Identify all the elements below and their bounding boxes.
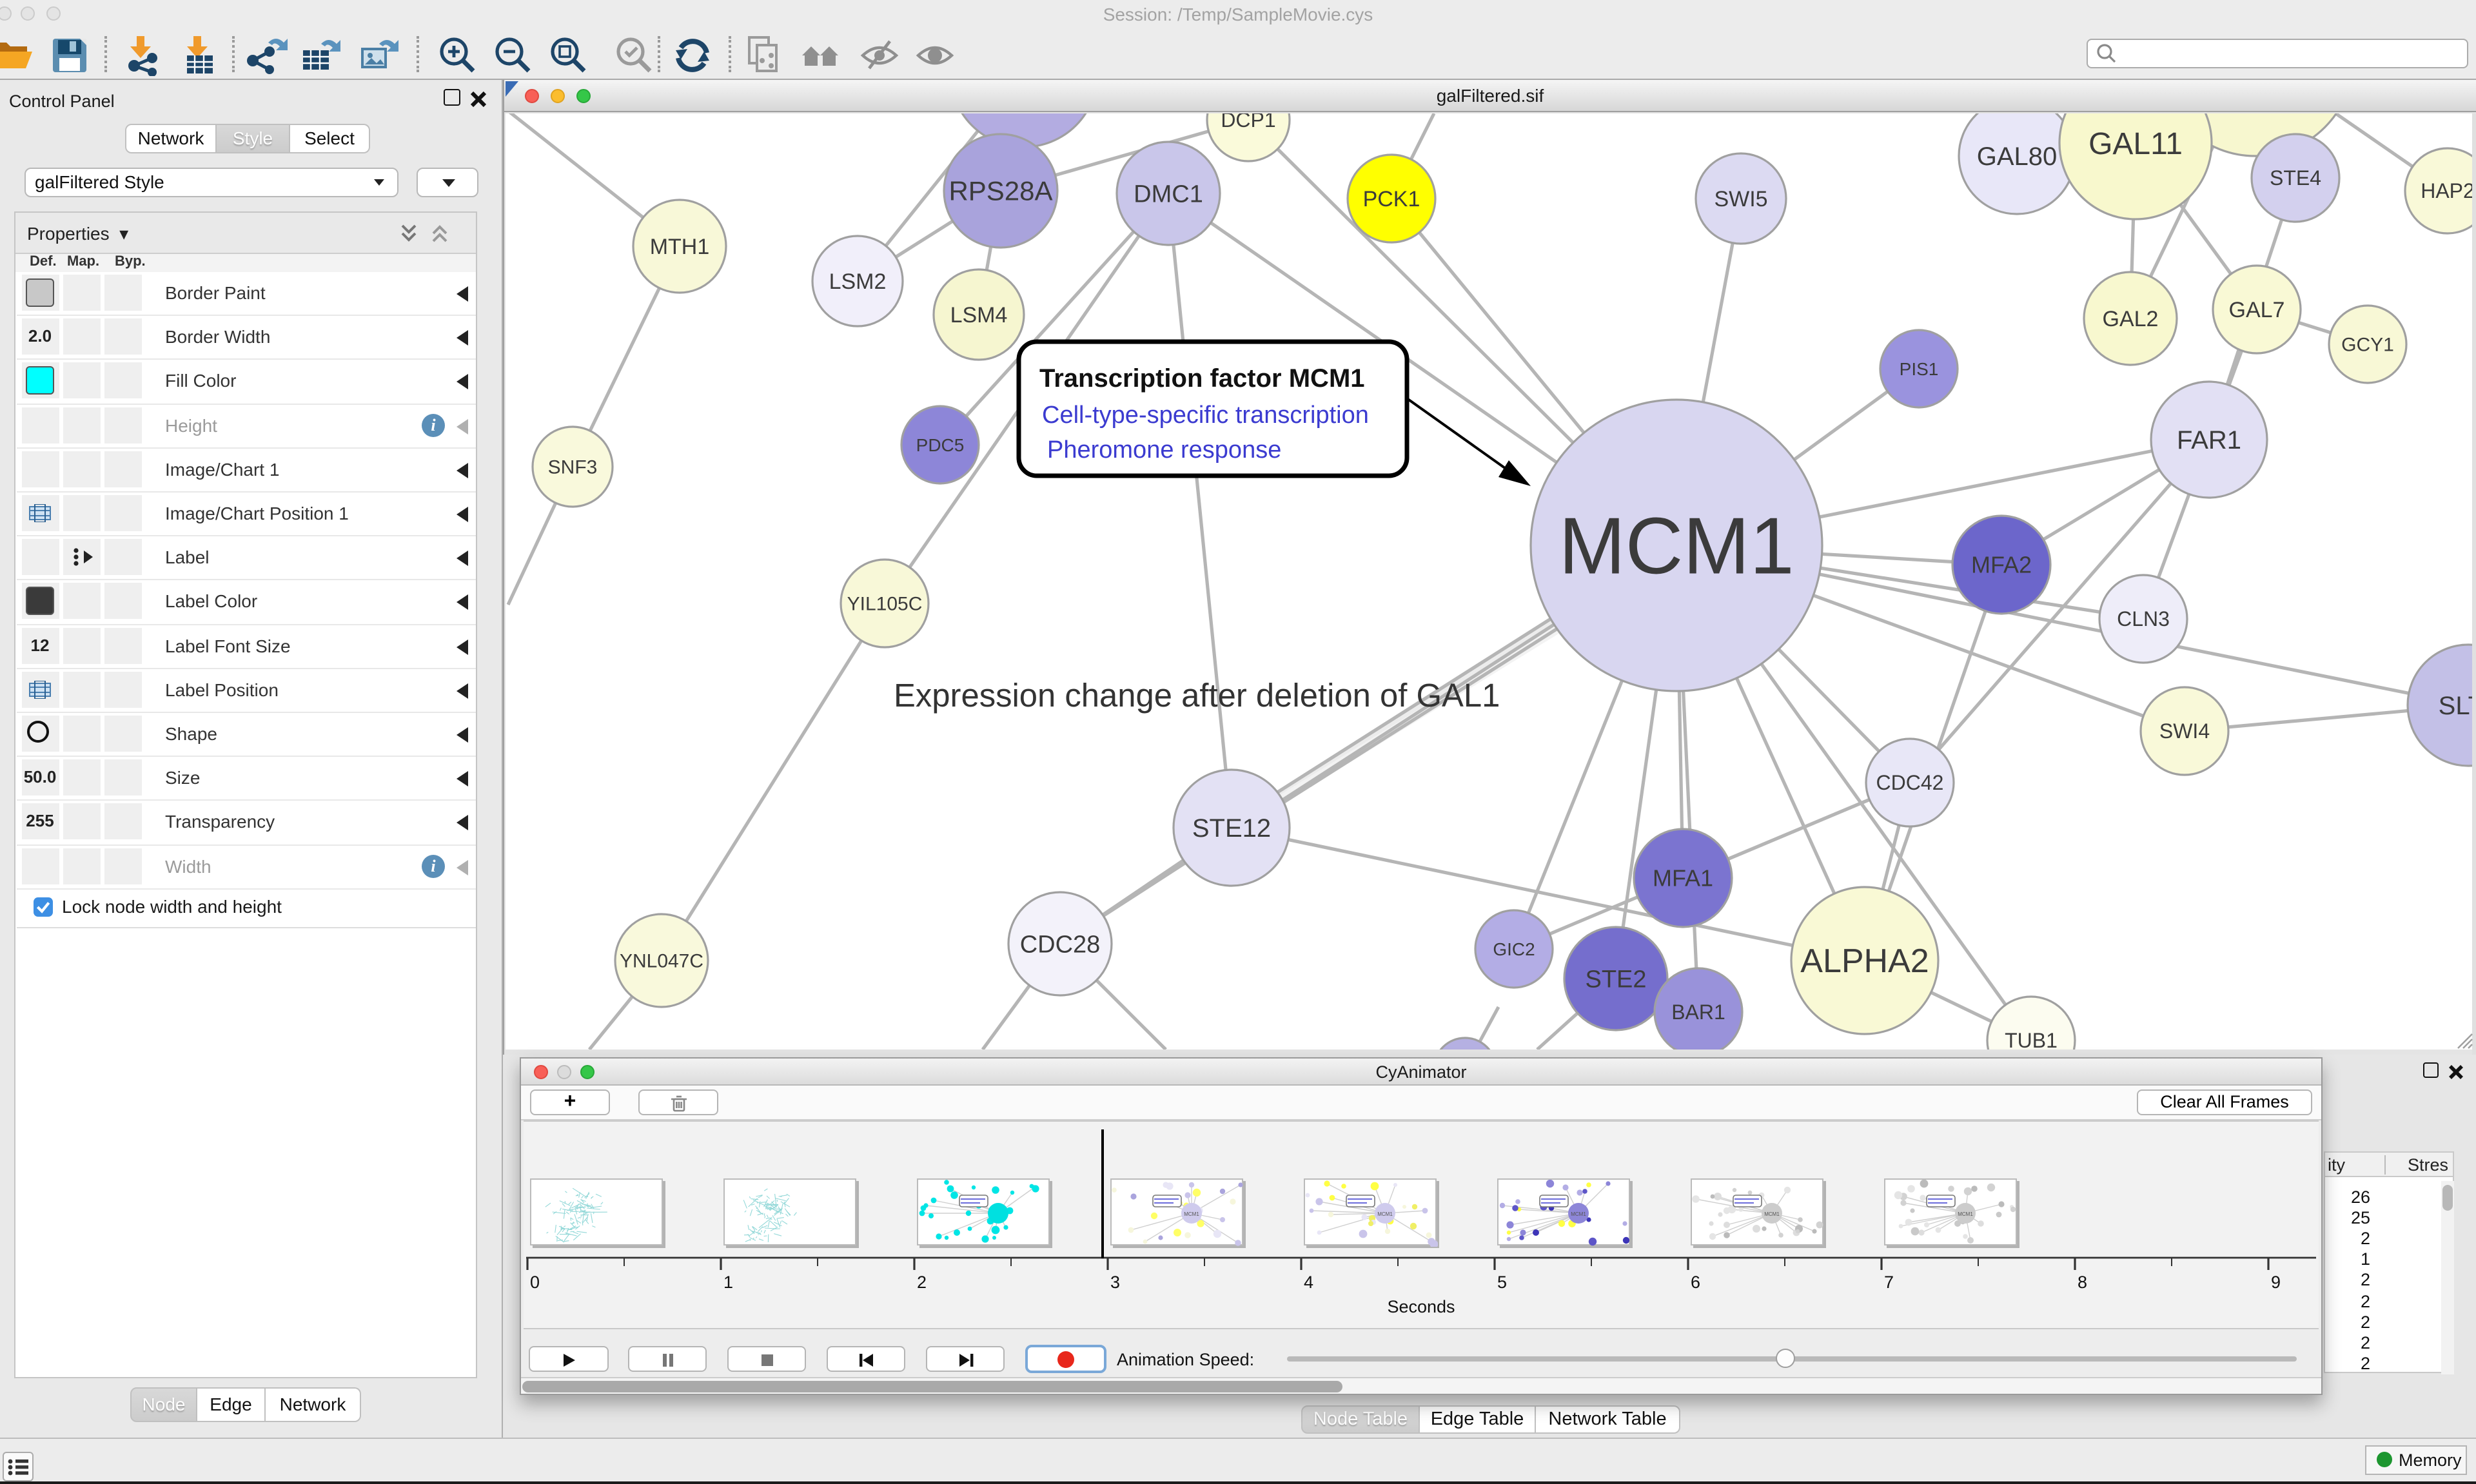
svg-text:STE2: STE2 [1585, 966, 1646, 993]
svg-text:MCM1: MCM1 [1958, 1211, 1973, 1217]
svg-text:GAL80: GAL80 [1977, 142, 2058, 171]
svg-text:Pheromone response: Pheromone response [1047, 436, 1281, 464]
svg-text:FAR1: FAR1 [2177, 426, 2241, 454]
svg-text:DMC1: DMC1 [1134, 181, 1203, 208]
svg-text:PDC5: PDC5 [916, 435, 965, 455]
svg-text:2: 2 [917, 1273, 927, 1292]
svg-text:CDC42: CDC42 [1876, 771, 1944, 794]
svg-text:5: 5 [1497, 1273, 1507, 1292]
svg-text:YNL047C: YNL047C [620, 951, 703, 972]
svg-text:MCM1: MCM1 [1571, 1211, 1586, 1217]
svg-text:CLN3: CLN3 [2117, 607, 2170, 630]
svg-text:GAL7: GAL7 [2229, 298, 2285, 322]
svg-text:Transcription factor MCM1: Transcription factor MCM1 [1039, 364, 1365, 393]
svg-text:MCM1: MCM1 [1764, 1211, 1780, 1217]
svg-text:1: 1 [723, 1273, 733, 1292]
svg-text:MCM1: MCM1 [1558, 502, 1794, 591]
svg-text:SLT2: SLT2 [2439, 692, 2473, 720]
svg-text:9: 9 [2271, 1273, 2281, 1292]
svg-text:TUB1: TUB1 [2005, 1029, 2058, 1050]
svg-text:STE12: STE12 [1192, 814, 1271, 843]
svg-text:CDC28: CDC28 [1020, 931, 1101, 958]
svg-text:GIC2: GIC2 [1493, 939, 1535, 959]
svg-text:YIL105C: YIL105C [847, 594, 923, 615]
svg-text:RPS28A: RPS28A [948, 176, 1052, 206]
svg-text:PCK1: PCK1 [1363, 187, 1420, 211]
svg-text:MTH1: MTH1 [650, 235, 710, 259]
svg-text:SNF3: SNF3 [548, 457, 598, 478]
svg-text:HAP2: HAP2 [2421, 179, 2473, 202]
svg-text:8: 8 [2078, 1273, 2087, 1292]
svg-text:6: 6 [1691, 1273, 1700, 1292]
svg-text:GAL2: GAL2 [2103, 307, 2159, 331]
svg-text:SWI5: SWI5 [1714, 187, 1767, 211]
svg-text:ALPHA2: ALPHA2 [1800, 942, 1929, 980]
svg-text:STE4: STE4 [2270, 166, 2321, 190]
svg-text:7: 7 [1884, 1273, 1894, 1292]
svg-text:GCY1: GCY1 [2341, 335, 2394, 356]
svg-text:GAL11: GAL11 [2088, 127, 2183, 161]
svg-text:Cell-type-specific transcripti: Cell-type-specific transcription [1042, 402, 1369, 429]
svg-text:0: 0 [530, 1273, 540, 1292]
svg-text:LSM4: LSM4 [950, 303, 1008, 327]
svg-text:BAR1: BAR1 [1671, 1001, 1725, 1024]
svg-text:MCM1: MCM1 [1377, 1211, 1393, 1217]
svg-text:MFA1: MFA1 [1653, 865, 1713, 892]
svg-text:PIS1: PIS1 [1900, 359, 1939, 379]
svg-text:DCP1: DCP1 [1221, 113, 1275, 132]
svg-text:Expression change after deleti: Expression change after deletion of GAL1 [894, 677, 1500, 714]
svg-text:4: 4 [1304, 1273, 1313, 1292]
svg-text:SWI4: SWI4 [2159, 719, 2210, 743]
svg-text:MFA2: MFA2 [1971, 552, 2032, 578]
svg-text:LSM2: LSM2 [829, 269, 887, 294]
svg-text:MCM1: MCM1 [1184, 1211, 1199, 1217]
svg-text:3: 3 [1110, 1273, 1120, 1292]
